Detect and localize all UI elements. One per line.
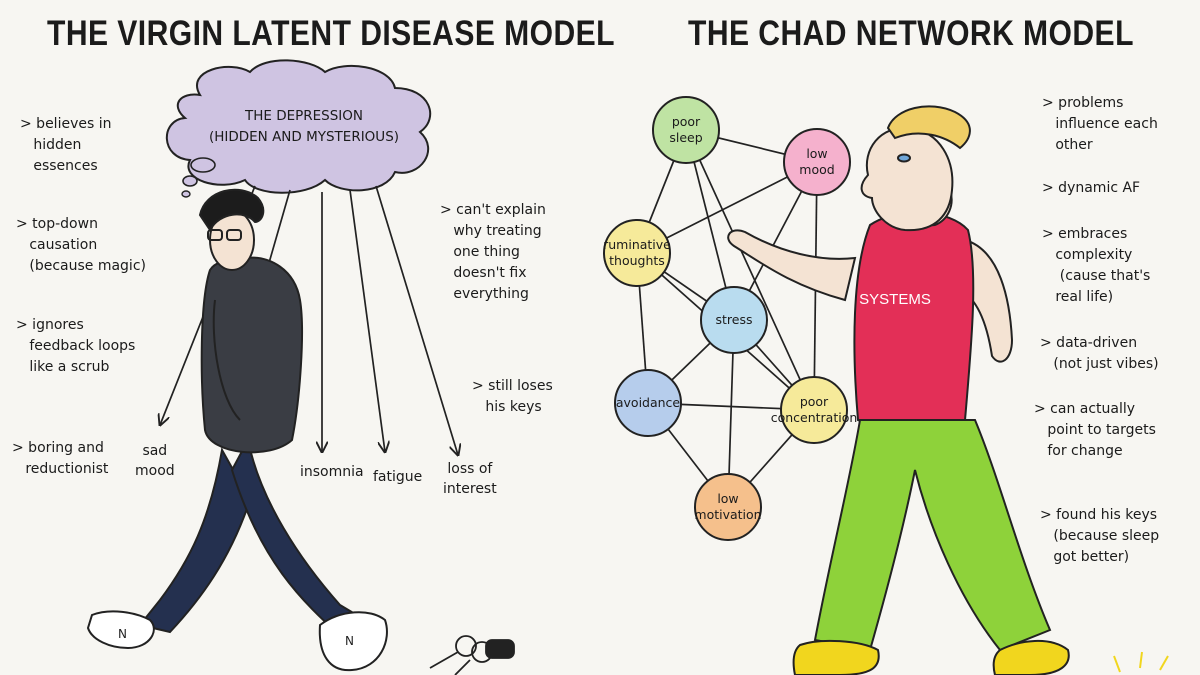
left-note-4: > boring and reductionist [12, 440, 109, 477]
node-label-avoidance-0: avoidance [616, 395, 681, 410]
node-label-poor-sleep-0: poor [672, 114, 701, 129]
right-note-6: > found his keys (because sleep got bett… [1040, 507, 1160, 565]
node-label-low-motivation-1: motivation [694, 507, 761, 522]
node-label-low-mood-0: low [806, 146, 827, 161]
right-note-1: > problems influence each other [1042, 95, 1158, 153]
left-note-2: > top-down causation (because magic) [16, 216, 146, 274]
network-nodes: poorsleeplowmoodruminativethoughtsstress… [603, 96, 858, 541]
cloud-line-1: THE DEPRESSION [244, 108, 363, 124]
svg-text:N: N [345, 634, 354, 648]
symptom-fatigue: fatigue [373, 469, 423, 485]
chad-figure: SYSTEMS [727, 105, 1070, 675]
left-note-1: > believes in hidden essences [20, 116, 112, 174]
right-note-4: > data-driven (not just vibes) [1040, 335, 1159, 372]
left-note-6: > still loses his keys [472, 378, 553, 415]
left-title: THE VIRGIN LATENT DISEASE MODEL [47, 14, 615, 53]
svg-text:N: N [118, 627, 127, 641]
node-avoidance: avoidance [614, 369, 682, 437]
node-label-poor-sleep-1: sleep [669, 130, 702, 145]
right-note-5: > can actually point to targets for chan… [1034, 401, 1156, 459]
symptom-insomnia: insomnia [300, 464, 364, 480]
node-label-low-motivation-0: low [717, 491, 738, 506]
node-label-poor-concentration-1: concentration [771, 410, 858, 425]
node-label-ruminative-thoughts-0: ruminative [603, 237, 671, 252]
node-stress: stress [700, 286, 768, 354]
symptom-loss-of-interest: loss of interest [443, 461, 497, 497]
depression-cloud: THE DEPRESSION (HIDDEN AND MYSTERIOUS) [165, 59, 432, 198]
virgin-figure: N N [86, 188, 388, 672]
cloud-line-2: (HIDDEN AND MYSTERIOUS) [209, 129, 399, 145]
left-note-5: > can't explain why treating one thing d… [440, 202, 546, 302]
shirt-label: SYSTEMS [859, 291, 931, 308]
right-note-2: > dynamic AF [1042, 180, 1141, 196]
edge-poor-sleep-poor-concentration [685, 129, 815, 411]
node-label-ruminative-thoughts-1: thoughts [609, 253, 665, 268]
node-label-stress-0: stress [716, 312, 753, 327]
right-note-3: > embraces complexity (cause that's real… [1042, 226, 1151, 305]
sparkle-icon [1113, 651, 1169, 673]
node-label-poor-concentration-0: poor [800, 394, 829, 409]
left-note-3: > ignores feedback loops like a scrub [16, 317, 136, 375]
right-title: THE CHAD NETWORK MODEL [688, 14, 1134, 53]
node-label-low-mood-1: mood [799, 162, 834, 177]
keys-icon [429, 635, 515, 675]
symptom-sad-mood: sad mood [135, 443, 175, 479]
